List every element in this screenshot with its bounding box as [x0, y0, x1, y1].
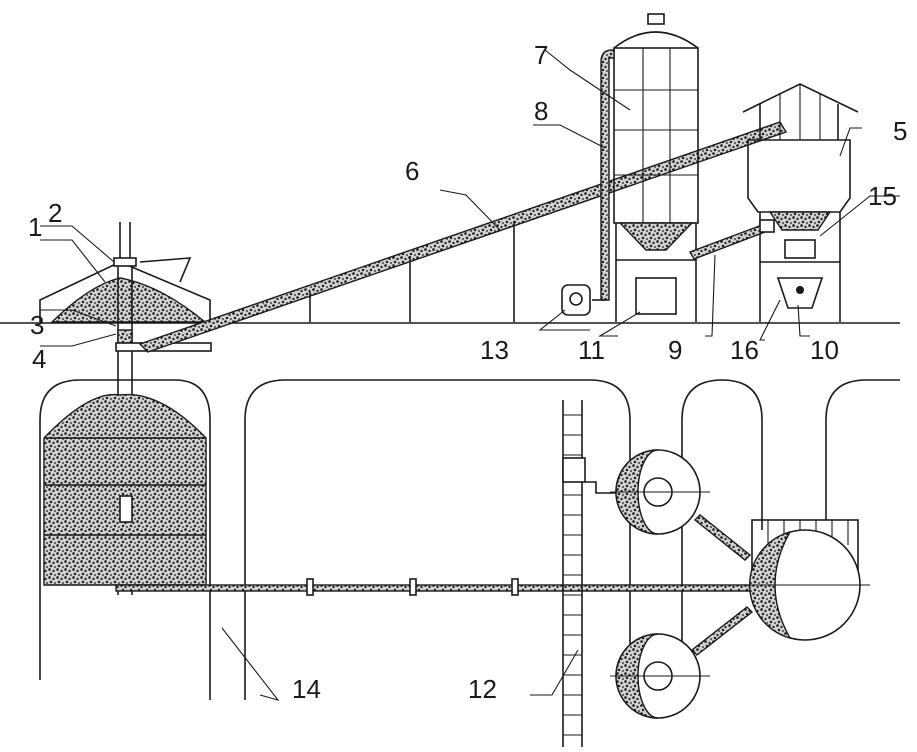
pump	[561, 284, 591, 316]
label-7: 7	[534, 40, 548, 70]
label-8: 8	[534, 96, 548, 126]
mixer-tower	[742, 83, 859, 322]
label-14: 14	[292, 674, 321, 704]
label-9: 9	[668, 335, 682, 365]
label-11: 11	[578, 335, 605, 365]
plan-silo-top	[610, 449, 710, 535]
feed-conveyor	[688, 224, 766, 260]
inclined-conveyor	[138, 121, 788, 353]
silo	[592, 13, 699, 322]
label-2: 2	[48, 198, 62, 228]
leader-lines	[40, 49, 900, 701]
label-3: 3	[30, 310, 44, 340]
weigh-box	[759, 219, 775, 233]
stockpile-shed	[39, 257, 211, 323]
label-16: 16	[730, 335, 759, 365]
label-10: 10	[810, 335, 839, 365]
label-6: 6	[405, 156, 419, 186]
label-5: 5	[893, 116, 907, 146]
label-15: 15	[868, 181, 897, 211]
label-13: 13	[480, 335, 509, 365]
plan-silo-bottom	[610, 633, 710, 719]
plan-corridor	[244, 379, 631, 700]
label-4: 4	[32, 344, 46, 374]
plan-rail	[562, 400, 622, 747]
label-12: 12	[468, 674, 497, 704]
plan-mixer	[690, 514, 870, 656]
plan-conveyor	[115, 578, 757, 596]
label-1: 1	[28, 212, 42, 242]
plan-storage-bay	[39, 379, 211, 700]
